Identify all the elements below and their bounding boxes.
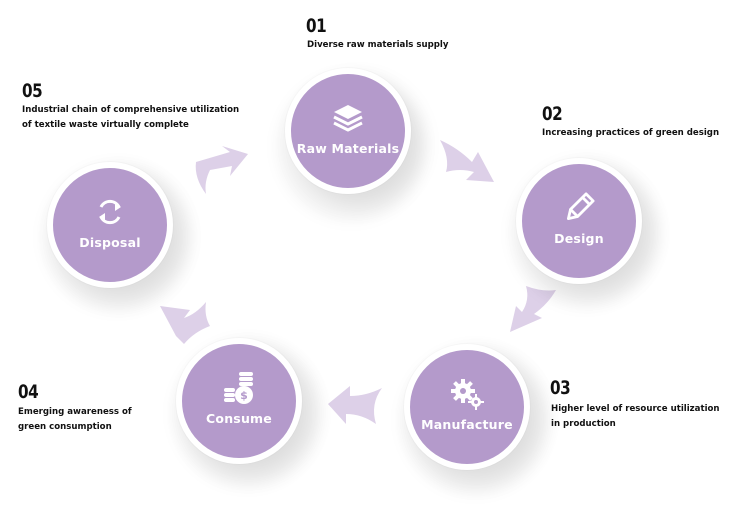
stage-description-03: Higher level of resource utilization in … (551, 402, 720, 432)
stage-number-02: 02 (542, 103, 563, 125)
node-raw-materials: Raw Materials (285, 68, 411, 194)
description-line: Diverse raw materials supply (307, 40, 449, 50)
layers-icon (333, 104, 363, 131)
description-line: Emerging awareness of (18, 407, 132, 417)
pencil-icon (566, 191, 595, 220)
description-line: green consumption (18, 422, 112, 432)
stage-description-04: Emerging awareness of green consumption (18, 405, 132, 435)
node-label: Disposal (79, 234, 141, 250)
stage-number-03: 03 (550, 377, 571, 399)
stage-description-01: Diverse raw materials supply (307, 38, 448, 53)
node-disposal: Disposal (47, 162, 173, 288)
arrow-02-to-03 (510, 286, 556, 332)
description-line: of textile waste virtually complete (22, 120, 189, 130)
description-line: in production (551, 419, 616, 429)
stage-number-04: 04 (18, 381, 39, 403)
gears-icon (451, 378, 484, 410)
node-label: Raw Materials (296, 140, 400, 156)
stage-description-02: Increasing practices of green design (542, 126, 719, 141)
stage-number-05: 05 (22, 80, 43, 102)
arrow-01-to-02 (440, 140, 494, 182)
recycle-icon (99, 199, 121, 224)
node-manufacture: Manufacture (404, 344, 530, 470)
coins-icon: $ (224, 371, 253, 404)
arrow-04-to-05 (160, 302, 210, 344)
arrow-05-to-01 (195, 146, 248, 194)
node-label: Manufacture (421, 416, 513, 432)
stage-number-01: 01 (306, 15, 327, 37)
node-design: Design (516, 158, 642, 284)
stage-description-05: Industrial chain of comprehensive utiliz… (22, 103, 239, 133)
description-line: Industrial chain of comprehensive utiliz… (22, 105, 240, 115)
node-label: Consume (206, 410, 272, 426)
arrow-03-to-04 (328, 386, 382, 424)
node-consume: $ Consume (176, 338, 302, 464)
description-line: Increasing practices of green design (542, 128, 720, 138)
node-label: Design (554, 230, 604, 246)
svg-text:$: $ (240, 389, 248, 402)
description-line: Higher level of resource utilization (551, 404, 720, 414)
